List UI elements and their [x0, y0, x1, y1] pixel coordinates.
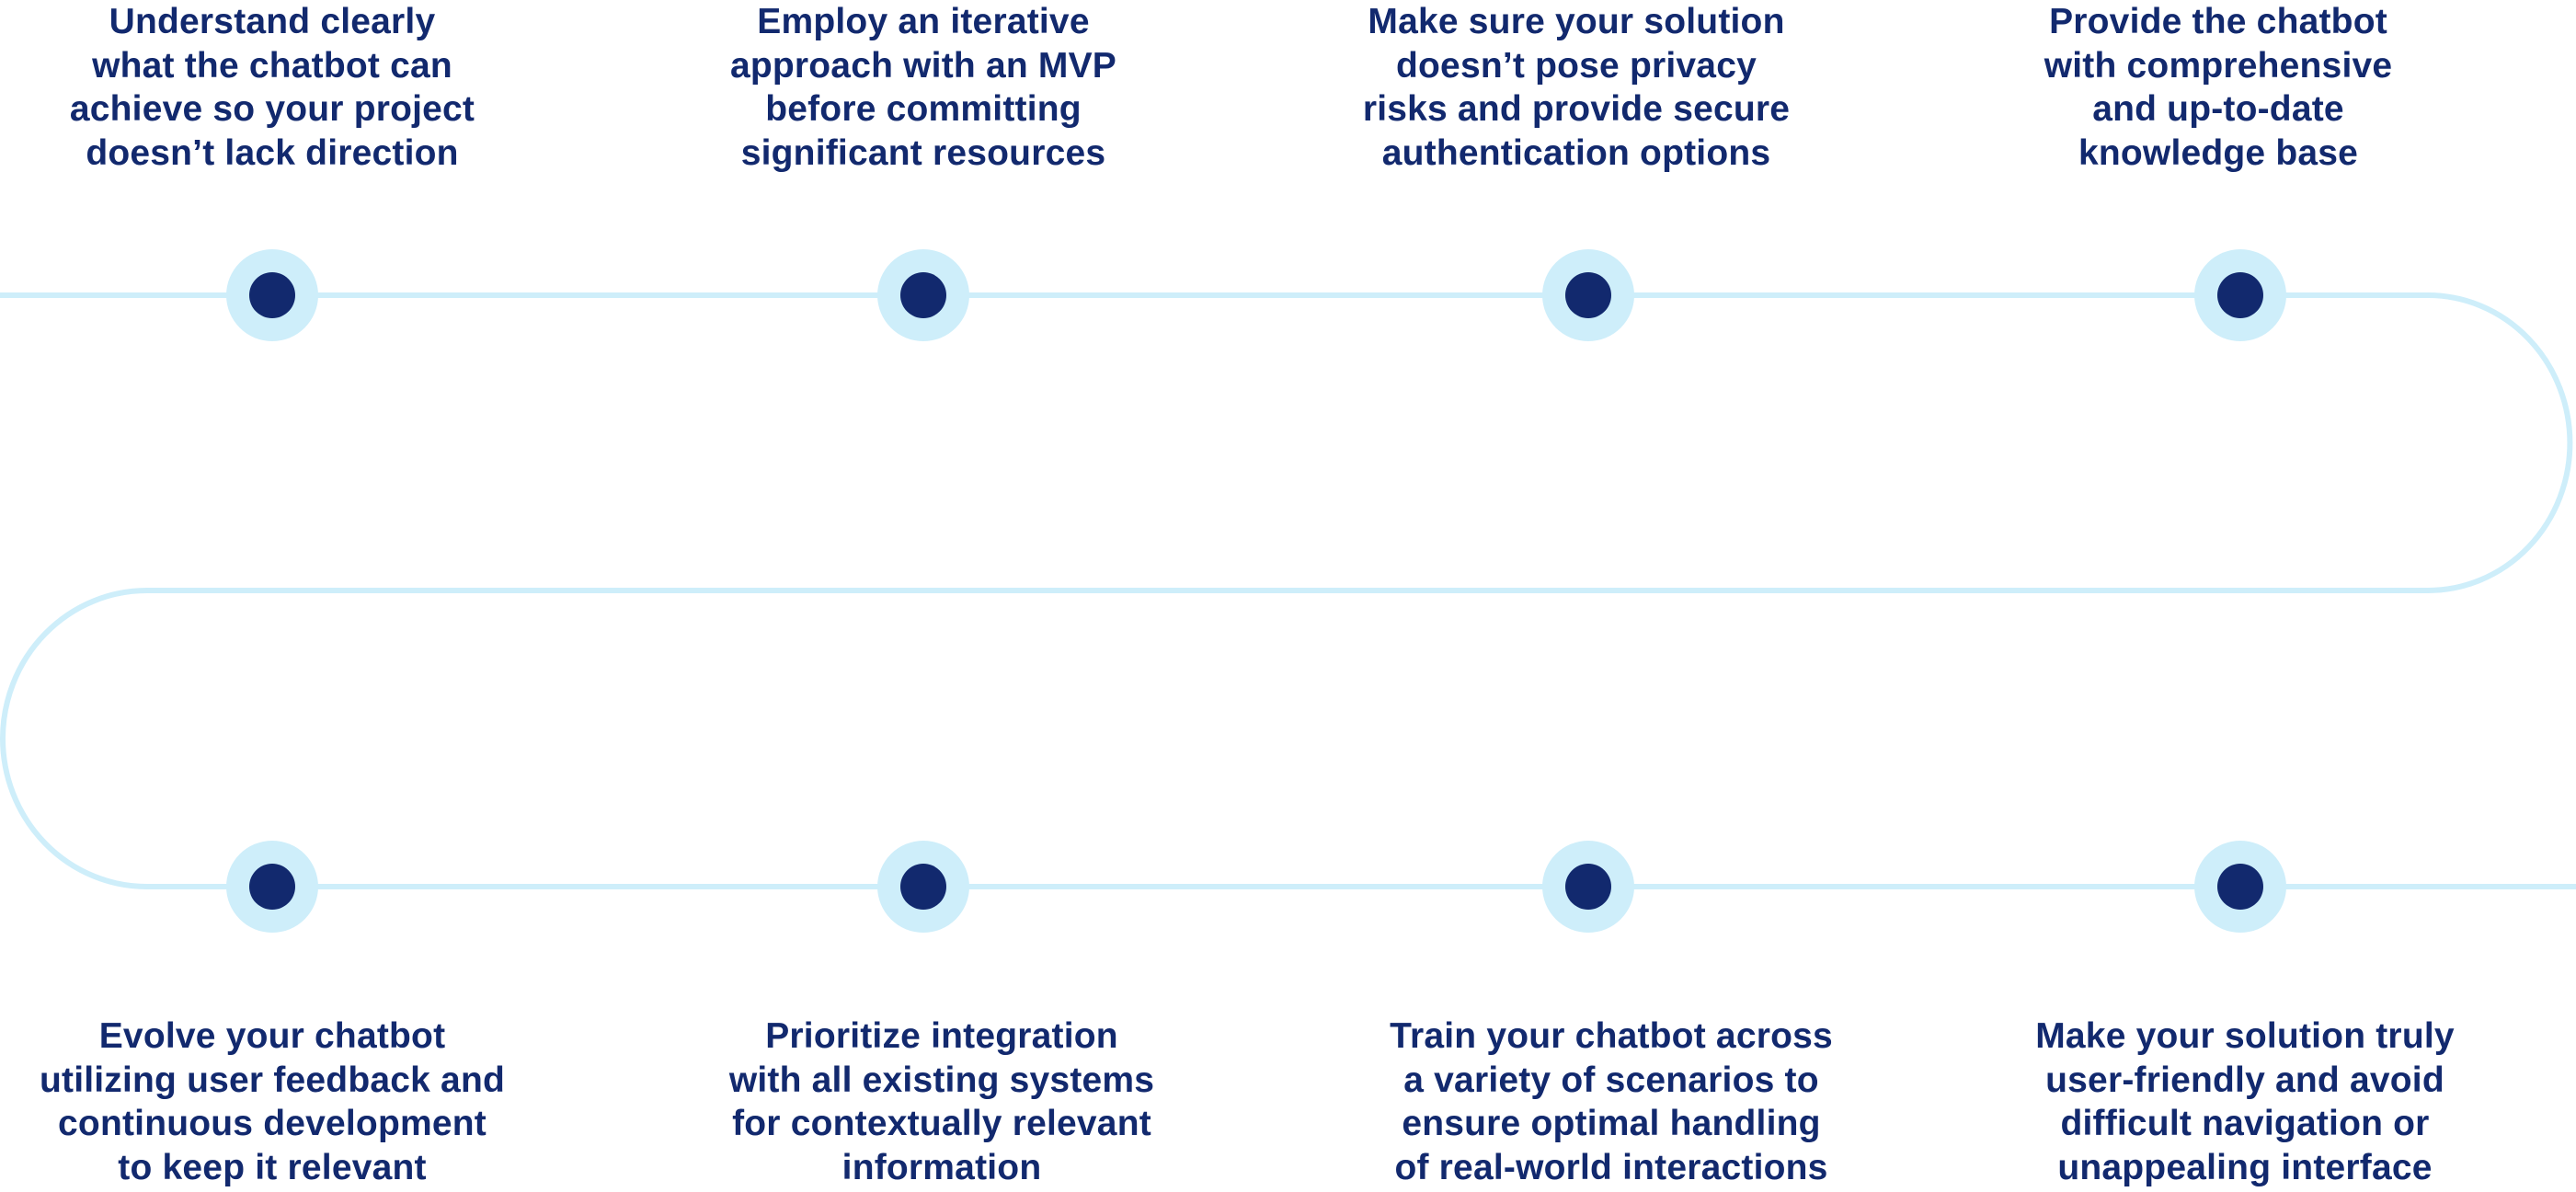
step-text-line: Employ an iterative — [757, 2, 1090, 41]
step-dot — [2217, 864, 2263, 910]
step-text-line: Make sure your solution — [1368, 2, 1785, 41]
step-node-7 — [1542, 841, 1634, 933]
step-node-2 — [877, 249, 969, 341]
step-text-line: knowledge base — [2078, 132, 2359, 173]
step-text-line: risks and provide secure — [1362, 89, 1791, 129]
step-text-line: for contextually relevant — [732, 1104, 1151, 1143]
step-text-4: Provide the chatbot with comprehensive a… — [1924, 0, 2513, 175]
step-dot — [1565, 864, 1611, 910]
step-text-line: Provide the chatbot — [2049, 2, 2387, 41]
step-text-line: Prioritize integration — [765, 1016, 1118, 1056]
step-dot — [1565, 272, 1611, 318]
step-dot — [249, 272, 295, 318]
step-dot — [2217, 272, 2263, 318]
step-text-7: Train your chatbot across a variety of s… — [1317, 1014, 1906, 1189]
step-text-line: Make your solution truly — [2035, 1016, 2455, 1056]
step-text-line: before committing — [765, 89, 1082, 129]
step-text-line: Understand clearly — [109, 2, 436, 41]
step-text-line: authentication options — [1381, 132, 1771, 173]
step-text-line: utilizing user feedback and — [39, 1060, 505, 1100]
step-node-6 — [877, 841, 969, 933]
step-text-1: Understand clearly what the chatbot can … — [0, 0, 567, 175]
step-node-1 — [226, 249, 318, 341]
step-text-line: of real-world interactions — [1394, 1147, 1828, 1187]
step-text-line: Train your chatbot across — [1390, 1016, 1833, 1056]
step-text-5: Evolve your chatbot utilizing user feedb… — [0, 1014, 567, 1189]
step-text-line: what the chatbot can — [92, 45, 452, 86]
step-dot — [900, 864, 946, 910]
step-text-line: Evolve your chatbot — [98, 1016, 446, 1056]
step-text-line: doesn’t pose privacy — [1396, 45, 1757, 86]
step-dot — [249, 864, 295, 910]
step-node-8 — [2194, 841, 2286, 933]
step-text-line: ensure optimal handling — [1402, 1104, 1821, 1143]
step-text-8: Make your solution truly user-friendly a… — [1951, 1014, 2539, 1189]
step-node-5 — [226, 841, 318, 933]
step-text-line: achieve so your project — [69, 89, 475, 129]
step-node-4 — [2194, 249, 2286, 341]
step-text-line: with all existing systems — [728, 1060, 1155, 1100]
step-text-line: with comprehensive — [2044, 45, 2393, 86]
step-text-line: a variety of scenarios to — [1403, 1060, 1819, 1100]
step-node-3 — [1542, 249, 1634, 341]
step-text-line: approach with an MVP — [729, 45, 1117, 86]
step-text-line: information — [841, 1147, 1042, 1187]
step-text-6: Prioritize integration with all existing… — [647, 1014, 1236, 1189]
step-text-3: Make sure your solution doesn’t pose pri… — [1282, 0, 1871, 175]
step-text-line: and up-to-date — [2092, 89, 2344, 129]
timeline-path — [0, 292, 2576, 889]
step-text-2: Employ an iterative approach with an MVP… — [629, 0, 1218, 175]
step-text-line: to keep it relevant — [118, 1147, 427, 1187]
step-text-line: doesn’t lack direction — [86, 132, 459, 173]
step-text-line: significant resources — [740, 132, 1106, 173]
step-text-line: continuous development — [58, 1104, 487, 1143]
step-dot — [900, 272, 946, 318]
step-text-line: difficult navigation or — [2060, 1104, 2430, 1143]
step-text-line: user-friendly and avoid — [2045, 1060, 2444, 1100]
step-text-line: unappealing interface — [2057, 1147, 2433, 1187]
